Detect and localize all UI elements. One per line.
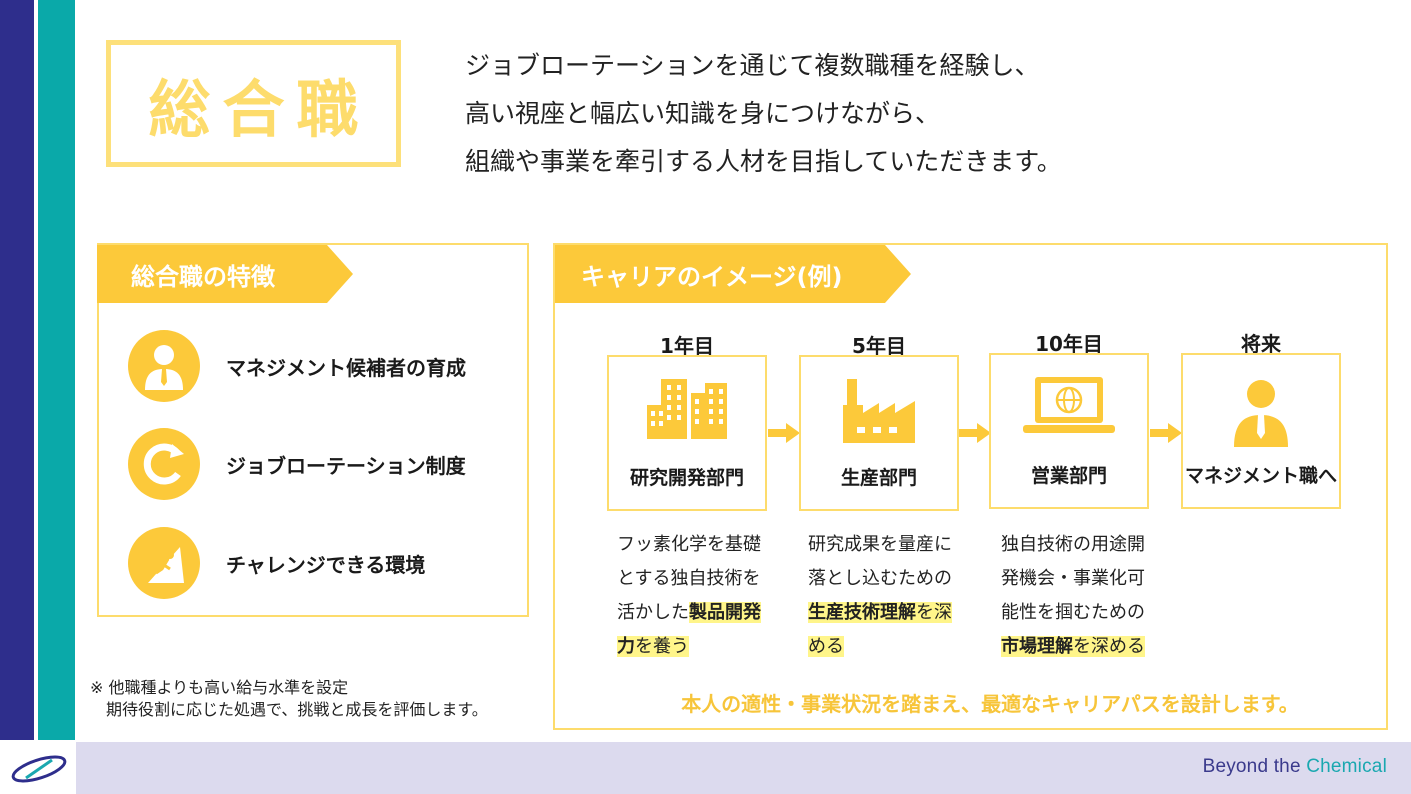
intro-text: ジョブローテーションを通じて複数職種を経験し、 高い視座と幅広い知識を身につけな… xyxy=(465,42,1062,186)
career-footer-note: 本人の適性・事業状況を踏まえ、最適なキャリアパスを設計します。 xyxy=(681,692,1299,716)
intro-line: 高い視座と幅広い知識を身につけながら、 xyxy=(465,99,941,128)
feature-item: チャレンジできる環境 xyxy=(128,527,425,599)
desc-highlight: 生産技術理解 xyxy=(808,602,916,623)
desc-highlight: 市場理解 xyxy=(1001,636,1073,657)
desc-line: 能性を掴むための xyxy=(1001,602,1145,623)
stage-year: 1年目 xyxy=(660,334,714,358)
note-line: ※ 他職種よりも高い給与水準を設定 xyxy=(90,678,349,697)
desc-line: 研究成果を量産に xyxy=(808,534,952,555)
desc-line: 力を養う xyxy=(617,630,777,664)
feature-label: ジョブローテーション制度 xyxy=(226,453,466,478)
features-heading: 総合職の特徴 xyxy=(97,245,353,303)
stage-card: マネジメント職へ xyxy=(1181,353,1341,509)
intro-line: 組織や事業を牽引する人材を目指していただきます。 xyxy=(465,147,1062,176)
stage-label: 研究開発部門 xyxy=(629,467,744,489)
stage-description: 独自技術の用途開 発機会・事業化可 能性を掴むための 市場理解を深める xyxy=(1001,528,1161,664)
logo-swoosh-icon xyxy=(11,755,67,783)
note-line: 期待役割に応じた処遇で、挑戦と成長を評価します。 xyxy=(90,700,488,719)
desc-line: 活かした製品開発 xyxy=(617,596,777,630)
stage-card: 研究開発部門 xyxy=(607,355,767,511)
brand-part2: Chemical xyxy=(1306,756,1387,777)
arrow-right-icon xyxy=(959,423,991,443)
page-title: 総合職 xyxy=(148,72,371,146)
desc-text: を養う xyxy=(635,636,689,657)
career-heading: キャリアのイメージ(例) xyxy=(555,245,911,303)
buildings-icon xyxy=(609,379,765,439)
manager-icon xyxy=(128,330,200,402)
rotation-icon xyxy=(128,428,200,500)
brand-part1: Beyond the xyxy=(1202,756,1307,777)
desc-line: 発機会・事業化可 xyxy=(1001,568,1145,589)
feature-label: チャレンジできる環境 xyxy=(226,552,426,577)
desc-line: 生産技術理解を深 xyxy=(808,596,968,630)
desc-line: 独自技術の用途開 xyxy=(1001,534,1145,555)
intro-line: ジョブローテーションを通じて複数職種を経験し、 xyxy=(465,51,1040,80)
feature-label: マネジメント候補者の育成 xyxy=(226,355,466,380)
salary-note: ※ 他職種よりも高い給与水準を設定 期待役割に応じた処遇で、挑戦と成長を評価しま… xyxy=(90,677,488,721)
desc-line: フッ素化学を基礎 xyxy=(617,534,761,555)
feature-item: マネジメント候補者の育成 xyxy=(128,330,466,402)
stage-year: 5年目 xyxy=(852,334,906,358)
stage-label: マネジメント職へ xyxy=(1184,465,1337,487)
laptop-globe-icon xyxy=(991,377,1147,435)
desc-highlight: 力 xyxy=(617,636,635,657)
desc-text: を深める xyxy=(1073,636,1145,657)
desc-line: める xyxy=(808,630,968,664)
factory-icon xyxy=(801,379,957,443)
stage-card: 営業部門 xyxy=(989,353,1149,509)
left-teal-bar xyxy=(38,0,75,740)
left-navy-bar xyxy=(0,0,34,740)
desc-text: める xyxy=(808,636,844,657)
stage-description: フッ素化学を基礎 とする独自技術を 活かした製品開発 力を養う xyxy=(617,528,777,664)
desc-line: 落とし込むための xyxy=(808,568,952,589)
company-logo xyxy=(0,742,76,794)
footer-band xyxy=(0,742,1411,794)
desc-line: 市場理解を深める xyxy=(1001,630,1161,664)
stage-card: 生産部門 xyxy=(799,355,959,511)
stage-year: 10年目 xyxy=(1035,332,1103,356)
arrow-right-icon xyxy=(1150,423,1182,443)
title-box: 総合職 xyxy=(106,40,401,167)
stage-year: 将来 xyxy=(1241,332,1281,356)
brand-tagline: Beyond the Chemical xyxy=(1203,756,1387,778)
desc-text: 活かした xyxy=(617,602,689,623)
stage-label: 営業部門 xyxy=(1030,465,1107,487)
feature-item: ジョブローテーション制度 xyxy=(128,428,466,500)
arrow-right-icon xyxy=(768,423,800,443)
desc-highlight: 製品開発 xyxy=(689,602,761,623)
stage-description: 研究成果を量産に 落とし込むための 生産技術理解を深 める xyxy=(808,528,968,664)
career-panel xyxy=(553,243,1388,730)
desc-line: とする独自技術を xyxy=(617,568,761,589)
desc-text: を深 xyxy=(916,602,952,623)
climbing-icon xyxy=(128,527,200,599)
features-panel xyxy=(97,243,529,617)
stage-label: 生産部門 xyxy=(840,467,917,489)
manager-icon xyxy=(1183,377,1339,447)
